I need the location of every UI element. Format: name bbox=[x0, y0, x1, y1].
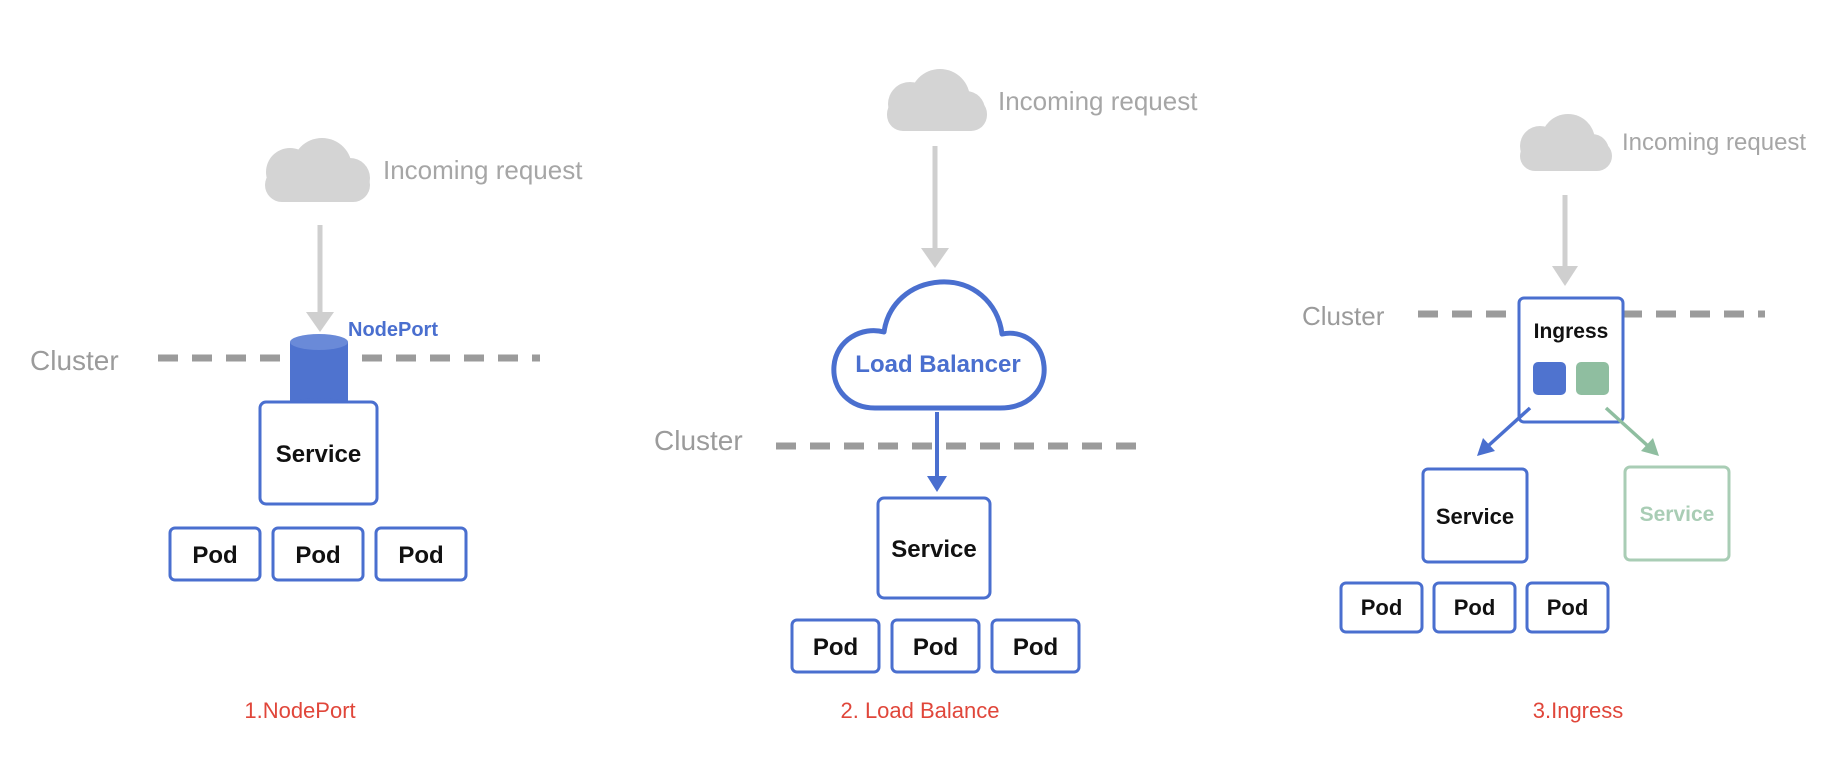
load-balancer-cloud-icon bbox=[831, 279, 1047, 411]
secondary-service-box bbox=[1623, 465, 1731, 562]
pod-label: Pod bbox=[813, 634, 858, 661]
load-balancer-label: Load Balancer bbox=[855, 351, 1020, 378]
ingress-to-service-arrow bbox=[1486, 406, 1532, 448]
pod-label: Pod bbox=[1361, 595, 1403, 620]
ingress-rule-green bbox=[1576, 362, 1609, 395]
lb-to-service-arrow-head bbox=[927, 476, 947, 492]
incoming-arrow-head bbox=[1552, 266, 1578, 286]
nodeport-label: NodePort bbox=[348, 319, 438, 341]
pod-row: Pod Pod Pod bbox=[168, 526, 468, 582]
ingress-to-service-arrow-head bbox=[1477, 438, 1495, 456]
pod-box bbox=[374, 526, 468, 582]
cluster-label: Cluster bbox=[654, 425, 743, 456]
pod-label: Pod bbox=[192, 542, 237, 569]
cluster-label: Cluster bbox=[30, 345, 119, 376]
ingress-to-secondary-service-arrow bbox=[1604, 406, 1650, 448]
pod-box bbox=[271, 526, 365, 582]
cloud-icon bbox=[265, 138, 370, 202]
pod-box bbox=[890, 618, 981, 674]
panel-load-balancer: Incoming request Load Balancer Cluster S… bbox=[654, 69, 1198, 723]
pod-label: Pod bbox=[398, 542, 443, 569]
pod-row: Pod Pod Pod bbox=[1339, 581, 1610, 634]
ingress-rule-blue bbox=[1533, 362, 1566, 395]
pod-label: Pod bbox=[1013, 634, 1058, 661]
caption-nodeport: 1.NodePort bbox=[244, 698, 355, 723]
ingress-to-secondary-service-arrow-head bbox=[1641, 438, 1659, 456]
pod-label: Pod bbox=[1547, 595, 1589, 620]
pod-box bbox=[790, 618, 881, 674]
panel-nodeport: Incoming request Cluster NodePort Servic… bbox=[30, 138, 583, 723]
cloud-icon bbox=[887, 69, 987, 131]
service-label: Service bbox=[1436, 504, 1514, 529]
pod-label: Pod bbox=[1454, 595, 1496, 620]
panel-ingress: Incoming request Cluster Ingress Service… bbox=[1302, 114, 1806, 723]
pod-box bbox=[990, 618, 1081, 674]
nodeport-cylinder-icon bbox=[290, 334, 348, 412]
incoming-request-label: Incoming request bbox=[998, 86, 1198, 116]
pod-box bbox=[168, 526, 262, 582]
ingress-box bbox=[1517, 296, 1625, 424]
incoming-request-label: Incoming request bbox=[1622, 129, 1806, 156]
incoming-arrow-head bbox=[921, 248, 949, 268]
service-box bbox=[258, 400, 379, 506]
pod-box bbox=[1339, 581, 1424, 634]
service-box bbox=[1421, 467, 1529, 564]
incoming-arrow-head bbox=[306, 312, 334, 332]
service-label: Service bbox=[276, 441, 361, 468]
pod-row: Pod Pod Pod bbox=[790, 618, 1081, 674]
pod-box bbox=[1525, 581, 1610, 634]
caption-ingress: 3.Ingress bbox=[1533, 698, 1624, 723]
ingress-label: Ingress bbox=[1534, 320, 1609, 343]
incoming-request-label: Incoming request bbox=[383, 155, 583, 185]
service-label: Service bbox=[891, 536, 976, 563]
service-box bbox=[876, 496, 992, 600]
pod-box bbox=[1432, 581, 1517, 634]
secondary-service-label: Service bbox=[1640, 503, 1715, 526]
pod-label: Pod bbox=[295, 542, 340, 569]
caption-load-balance: 2. Load Balance bbox=[840, 698, 999, 723]
cluster-label: Cluster bbox=[1302, 301, 1385, 331]
pod-label: Pod bbox=[913, 634, 958, 661]
cloud-icon bbox=[1520, 114, 1612, 171]
